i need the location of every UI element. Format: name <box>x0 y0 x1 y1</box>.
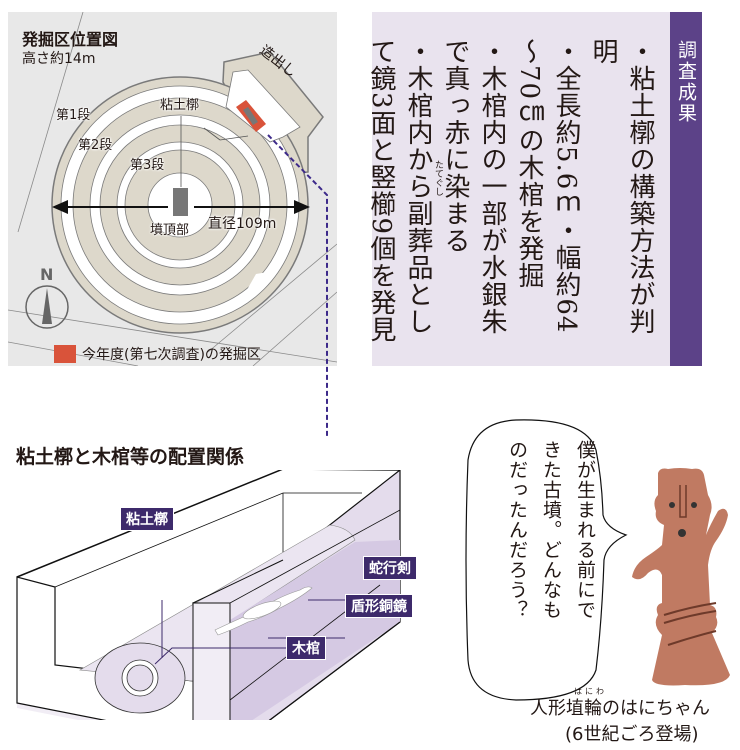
tier-2-label: 第2段 <box>78 138 113 153</box>
north-indicator: N <box>40 265 54 284</box>
speech-line: のだったんだろう？ <box>506 440 528 620</box>
map-legend: 今年度(第七次調査)の発掘区 <box>54 344 261 364</box>
tier-1-label: 第1段 <box>56 108 91 123</box>
dakoken-tag: 蛇行剣 <box>363 556 417 580</box>
burial-mound-plan-illustration <box>8 12 337 366</box>
speech-bubble <box>465 419 628 701</box>
speech-line: 僕が生まれる前にで <box>574 440 596 620</box>
excavation-location-map: 発掘区位置図 高さ約14m 造出し 粘土槨 第1段 第2段 第3段 墳頂部 直径… <box>8 12 337 366</box>
compass-icon <box>28 282 66 330</box>
diameter-label: 直径109m <box>208 216 277 232</box>
clay-enclosure-cutaway-diagram <box>16 470 401 720</box>
nendokaku-tag: 粘土槨 <box>120 507 174 531</box>
nendokaku-map-label: 粘土槨 <box>160 98 200 113</box>
mokkan-tag: 木棺 <box>286 636 326 660</box>
diagram-title: 粘土槨と木棺等の配置関係 <box>16 446 245 468</box>
tatekei-doukyo-tag: 盾形銅鏡 <box>345 594 413 618</box>
results-header-bar: 調査成果 <box>670 12 702 366</box>
summit-label: 墳頂部 <box>150 223 190 238</box>
legend-label: 今年度(第七次調査)の発掘区 <box>82 347 261 363</box>
tier-3-label: 第3段 <box>130 158 165 173</box>
haniwa-caption-name: 人形埴輪のはにちゃん <box>530 698 710 719</box>
result-item: ・粘土槨の構築方法が判明 <box>588 38 655 335</box>
mound-height-note: 高さ約14m <box>22 51 96 67</box>
survey-results-panel: 調査成果 ・粘土槨の構築方法が判明 ・全長約5.6ｍ・幅約64～70㎝の木棺を発… <box>366 12 702 366</box>
speech-line: きた古墳。どんなも <box>540 440 562 620</box>
haniwa-caption-era: (6世紀ごろ登場) <box>565 724 699 745</box>
result-item: ・木棺内の一部が水銀朱で真っ赤に染まる <box>440 38 507 335</box>
result-item: ・木棺内から副葬品として鏡3面と竪櫛9個を発見 <box>366 38 433 344</box>
haniwa-figure-illustration <box>632 468 730 686</box>
excavation-area-swatch-icon <box>54 345 76 363</box>
result-item: ・全長約5.6ｍ・幅約64～70㎝の木棺を発掘 <box>514 38 581 334</box>
haniwa-ruby: はにわ <box>574 687 607 696</box>
speech-bubble-text: 僕が生まれる前にで きた古墳。どんなも のだったんだろう？ <box>500 440 602 680</box>
map-title: 発掘区位置図 <box>22 30 119 49</box>
tategushi-ruby: たてぐし <box>433 160 443 196</box>
results-list: ・粘土槨の構築方法が判明 ・全長約5.6ｍ・幅約64～70㎝の木棺を発掘 ・木棺… <box>362 38 658 358</box>
results-header-title: 調査成果 <box>675 40 697 124</box>
